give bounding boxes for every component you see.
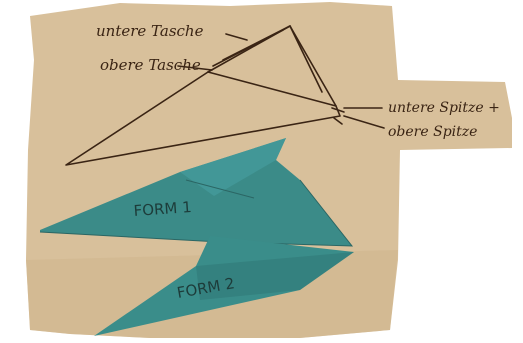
label-lower-pocket: untere Tasche [96, 22, 204, 40]
label-upper-tip: obere Spitze [388, 124, 477, 140]
label-upper-pocket: obere Tasche [100, 56, 201, 74]
label-lower-tip: untere Spitze + [388, 100, 500, 116]
